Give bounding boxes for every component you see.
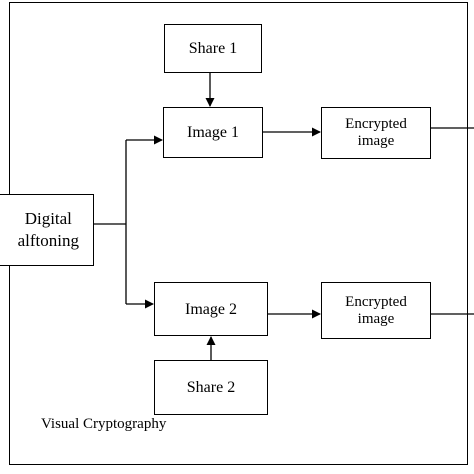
digital-halftoning-box: Digital alftoning — [0, 194, 94, 266]
encrypted-image1-box: Encrypted image — [321, 107, 431, 159]
image2-label: Image 2 — [185, 300, 237, 318]
image2-box: Image 2 — [154, 282, 268, 336]
diagram-caption: Visual Cryptography — [41, 416, 167, 432]
encrypted-image1-label: Encrypted image — [345, 116, 407, 149]
share1-label: Share 1 — [188, 40, 238, 57]
image1-box: Image 1 — [163, 107, 263, 158]
encrypted-image2-box: Encrypted image — [321, 282, 431, 339]
encrypted-image2-label: Encrypted image — [345, 293, 407, 327]
image1-label: Image 1 — [187, 124, 239, 141]
share2-label: Share 2 — [186, 379, 236, 396]
digital-halftoning-label: Digital alftoning — [17, 209, 79, 250]
share1-box: Share 1 — [164, 24, 262, 73]
share2-box: Share 2 — [154, 360, 268, 415]
